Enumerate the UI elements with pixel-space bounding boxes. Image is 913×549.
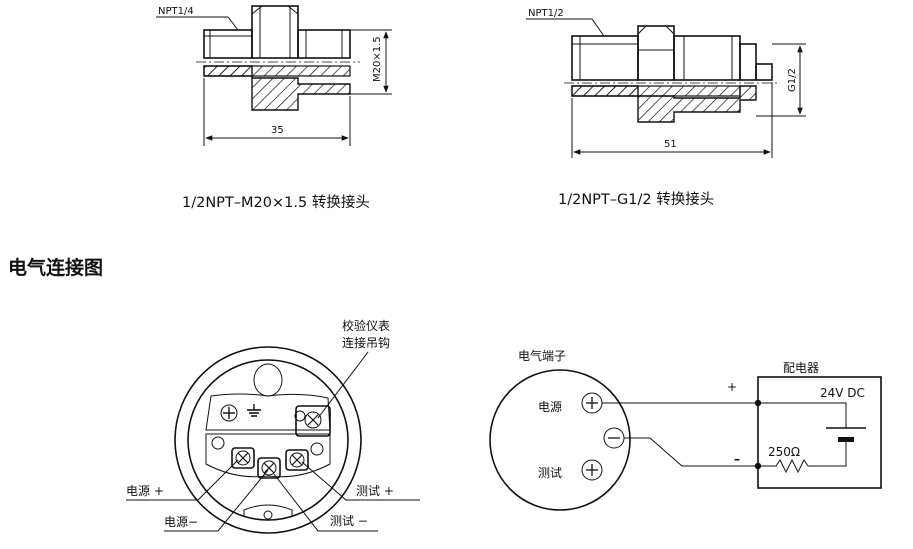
fitting-left-leader	[156, 16, 239, 31]
wire-plus-sign: +	[727, 380, 737, 394]
fitting-left-thread-label: NPT1/4	[158, 6, 194, 17]
terminal-title: 电气端子	[518, 348, 566, 363]
resistor-zigzag	[758, 458, 809, 474]
fitting-right-side-dim: G1/2	[787, 68, 798, 92]
terminal-circle	[489, 369, 631, 511]
resistor-label: 250Ω	[768, 445, 800, 459]
fitting-right-thread-label: NPT1/2	[528, 8, 564, 19]
supply-label: 24V DC	[820, 386, 865, 400]
fitting-left-length-dim: 35	[271, 125, 284, 136]
label-power-minus: 电源−	[164, 515, 198, 529]
terminal-power-minus	[257, 457, 281, 479]
wiring-power-label: 电源	[538, 400, 562, 414]
distributor-title: 配电器	[783, 361, 819, 375]
terminal-block-drawing: 校验仪表 连接吊钩 电源 + 电源− 测试 + 测试 −	[126, 318, 420, 534]
fitting-left-side-dim: M20×1.5	[372, 36, 383, 82]
fitting-right-hex	[637, 25, 675, 81]
terminal-housing-outer	[174, 346, 362, 534]
section-title: 电气连接图	[8, 256, 103, 279]
fitting-left-caption: 1/2NPT–M20×1.5 转换接头	[182, 194, 370, 211]
fitting-left-right-body	[297, 29, 351, 59]
calibration-hook-block	[295, 405, 331, 437]
wiring-test-label: 测试	[538, 465, 562, 480]
hook-label-line1: 校验仪表	[342, 318, 390, 333]
terminal-power-plus	[231, 447, 255, 469]
distributor-box	[757, 376, 882, 489]
battery-short-plate	[838, 437, 854, 442]
wire-minus	[624, 437, 758, 467]
label-test-minus: 测试 −	[330, 513, 368, 528]
terminal-housing-inner	[187, 359, 349, 521]
wire-minus-sign: –	[734, 452, 740, 466]
test-plus-terminal	[581, 459, 603, 481]
fitting-right-thread-body	[571, 35, 639, 81]
ground-screw	[220, 404, 238, 422]
fitting-left-drawing: NPT1/4 M20×1.5 35	[156, 5, 392, 146]
terminal-test-plus	[285, 449, 309, 471]
fitting-left-thread-body	[203, 29, 253, 59]
hook-leader	[317, 351, 369, 419]
wiring-schematic: 电气端子 电源 测试 + – 配电器 24V DC 250Ω	[489, 348, 882, 511]
terminal-lower-board	[205, 433, 331, 478]
ground-symbol-icon	[247, 404, 261, 417]
label-power-plus: 电源 +	[126, 484, 164, 498]
fitting-right-length-dim: 51	[664, 139, 677, 150]
hook-label-line2: 连接吊钩	[342, 335, 390, 350]
fitting-left-hex	[251, 5, 299, 59]
fitting-right-leader	[526, 18, 605, 37]
terminal-top-hole	[253, 363, 283, 397]
fitting-right-drawing: NPT1/2 G1/2 51	[526, 8, 806, 158]
label-test-plus: 测试 +	[356, 483, 394, 498]
fitting-right-caption: 1/2NPT–G1/2 转换接头	[558, 191, 714, 208]
